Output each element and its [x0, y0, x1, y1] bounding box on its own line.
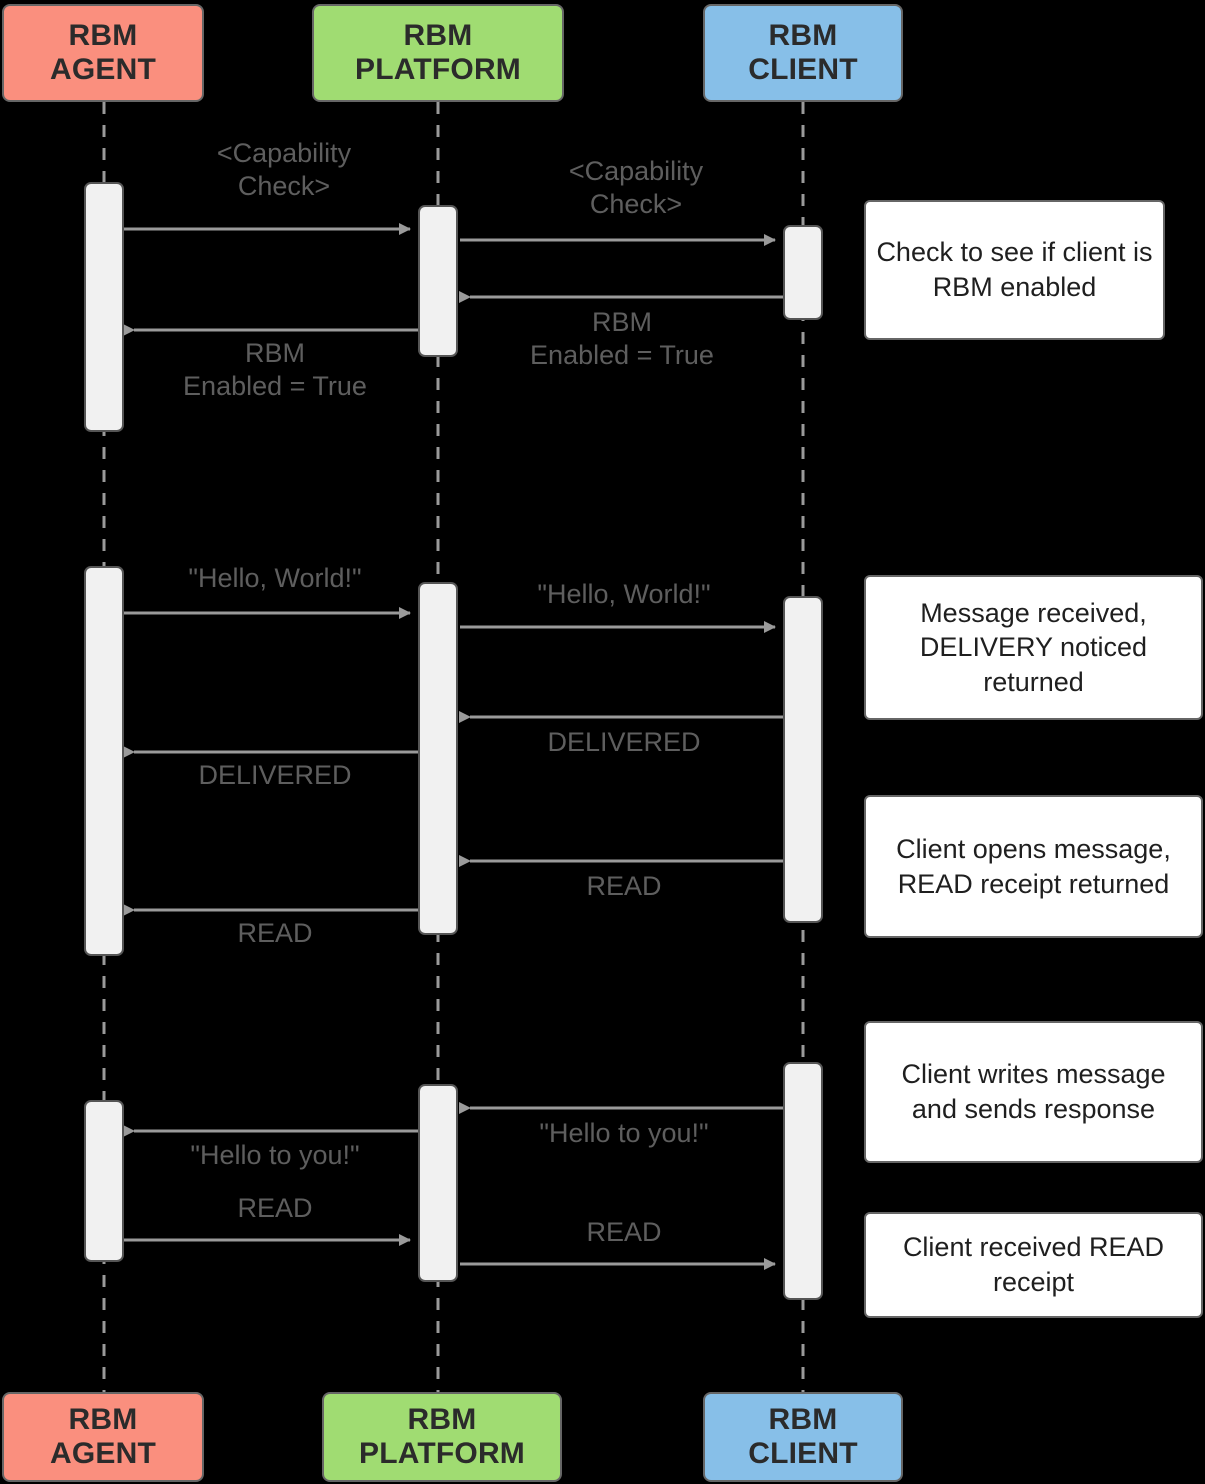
activation-client-3 — [783, 1062, 823, 1300]
participant-header-client-line1: RBM — [768, 19, 838, 53]
participant-header-agent-line2: AGENT — [50, 53, 156, 86]
activation-agent-1 — [84, 182, 124, 432]
participant-header-platform-line1: RBM — [403, 19, 473, 53]
note-client-writes: Client writes message and sends response — [864, 1021, 1203, 1163]
participant-header-platform-line2: PLATFORM — [354, 53, 521, 86]
participant-footer-client[interactable]: RBM CLIENT — [703, 1392, 903, 1482]
activation-agent-2 — [84, 566, 124, 956]
participant-footer-platform-line2: PLATFORM — [358, 1437, 525, 1470]
participant-header-client-line2: CLIENT — [748, 53, 858, 86]
participant-footer-agent-line1: RBM — [68, 1403, 138, 1437]
participant-header-platform[interactable]: RBM PLATFORM — [312, 4, 564, 102]
activation-client-2 — [783, 596, 823, 923]
participant-footer-platform-line1: RBM — [407, 1403, 477, 1437]
note-capability-check: Check to see if client is RBM enabled — [864, 200, 1165, 340]
participant-header-client[interactable]: RBM CLIENT — [703, 4, 903, 102]
participant-footer-agent[interactable]: RBM AGENT — [2, 1392, 204, 1482]
activation-client-1 — [783, 225, 823, 320]
note-message-delivered: Message received, DELIVERY noticed retur… — [864, 575, 1203, 720]
note-client-read: Client received READ receipt — [864, 1212, 1203, 1318]
participant-footer-client-line2: CLIENT — [748, 1437, 858, 1470]
note-read-receipt: Client opens message, READ receipt retur… — [864, 795, 1203, 938]
participant-header-agent[interactable]: RBM AGENT — [2, 4, 204, 102]
participant-footer-agent-line2: AGENT — [50, 1437, 156, 1470]
activation-platform-1 — [418, 205, 458, 357]
participant-footer-platform[interactable]: RBM PLATFORM — [322, 1392, 562, 1482]
activation-platform-3 — [418, 1084, 458, 1282]
activation-platform-2 — [418, 582, 458, 935]
participant-header-agent-line1: RBM — [68, 19, 138, 53]
participant-footer-client-line1: RBM — [768, 1403, 838, 1437]
activation-agent-3 — [84, 1100, 124, 1262]
